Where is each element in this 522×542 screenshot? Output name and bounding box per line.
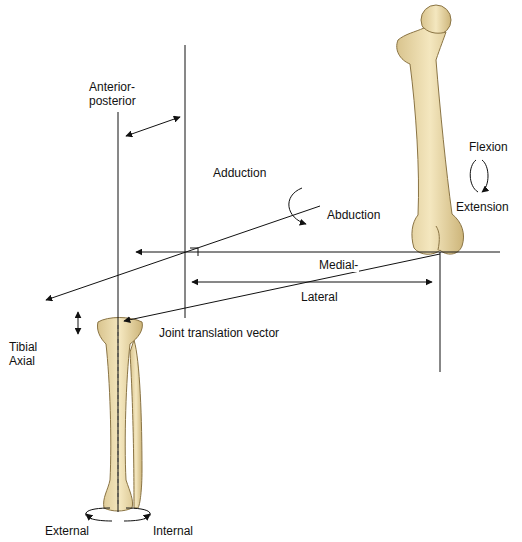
axis-lines <box>46 45 500 521</box>
axis-label: Extension <box>455 200 510 214</box>
femur-bone <box>397 5 464 254</box>
axis-label: Lateral <box>300 290 339 304</box>
axis-label: Tibial Axial <box>8 340 55 368</box>
axis-label: Medial- <box>318 258 359 272</box>
tibia-bone <box>97 318 142 512</box>
axis-label: Adduction <box>212 166 267 180</box>
axis-label: Anterior- posterior <box>88 80 160 108</box>
axis-label: Abduction <box>326 208 381 222</box>
axis-label: External <box>44 524 90 538</box>
axis-label: Flexion <box>468 140 509 154</box>
axis-label: Internal <box>152 524 194 538</box>
axis-label: Joint translation vector <box>158 326 285 340</box>
